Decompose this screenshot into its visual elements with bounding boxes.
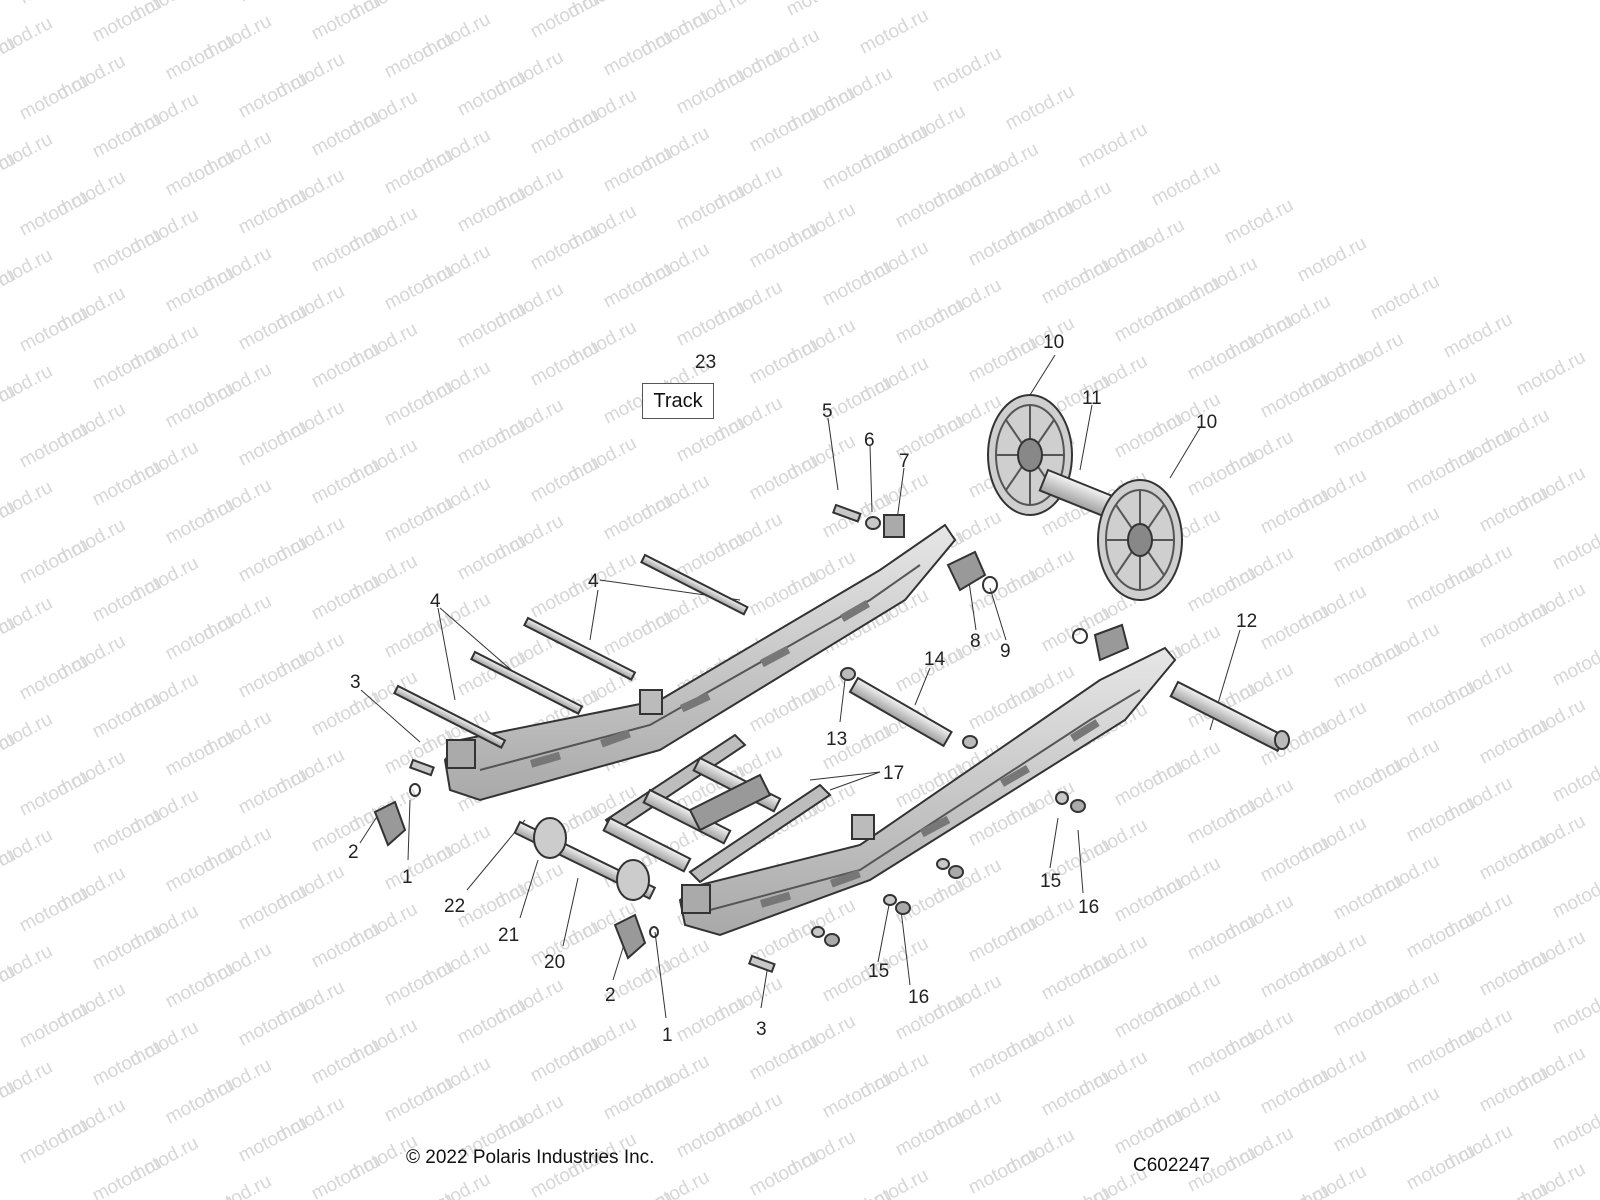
shaft-14 xyxy=(848,676,953,748)
diagram-code: C602247 xyxy=(1133,1155,1211,1176)
callout-7: 7 xyxy=(899,451,910,472)
washer-13-bottom xyxy=(962,735,978,749)
callout-16-right: 16 xyxy=(1078,897,1100,918)
washer-12 xyxy=(1274,730,1290,750)
callout-2-lower: 2 xyxy=(605,985,616,1006)
callout-17: 17 xyxy=(883,763,905,784)
callout-21: 21 xyxy=(498,925,520,946)
callout-15-right: 15 xyxy=(1040,871,1062,892)
callout-1-lower: 1 xyxy=(662,1025,673,1046)
callout-15-mid: 15 xyxy=(868,961,890,982)
rods-4 xyxy=(393,553,749,749)
callout-4-left: 4 xyxy=(430,591,441,612)
callout-22: 22 xyxy=(444,896,466,917)
callout-13: 13 xyxy=(826,729,848,750)
washer-13-top xyxy=(840,667,856,681)
shaft-12 xyxy=(1169,680,1287,753)
callout-16-mid: 16 xyxy=(908,987,930,1008)
callout-14: 14 xyxy=(924,649,946,670)
callout-3-upper: 3 xyxy=(350,672,361,693)
callout-4-upper: 4 xyxy=(588,571,599,592)
callout-2-upper: 2 xyxy=(348,842,359,863)
callout-20: 20 xyxy=(544,952,566,973)
callout-3-lower: 3 xyxy=(756,1019,767,1040)
copyright-notice: © 2022 Polaris Industries Inc. xyxy=(406,1147,655,1168)
wheel-21-left xyxy=(533,817,567,859)
track-label-box: Track xyxy=(642,383,714,419)
callout-11: 11 xyxy=(1082,388,1102,409)
callout-10-lower: 10 xyxy=(1196,412,1218,433)
callout-8: 8 xyxy=(970,631,981,652)
idler-wheel-lower xyxy=(1097,479,1183,601)
rail-lower xyxy=(678,646,1177,937)
callout-5: 5 xyxy=(822,401,833,422)
callout-10-upper: 10 xyxy=(1043,332,1065,353)
callout-23: 23 xyxy=(695,352,717,373)
rail-upper xyxy=(443,523,957,802)
callout-1-upper: 1 xyxy=(402,867,413,888)
callout-9: 9 xyxy=(1000,641,1011,662)
callout-12: 12 xyxy=(1236,611,1258,632)
hardware xyxy=(373,503,1130,974)
wheel-21-right xyxy=(616,859,650,901)
scissor-arm-17 xyxy=(602,733,832,884)
callout-6: 6 xyxy=(864,430,875,451)
